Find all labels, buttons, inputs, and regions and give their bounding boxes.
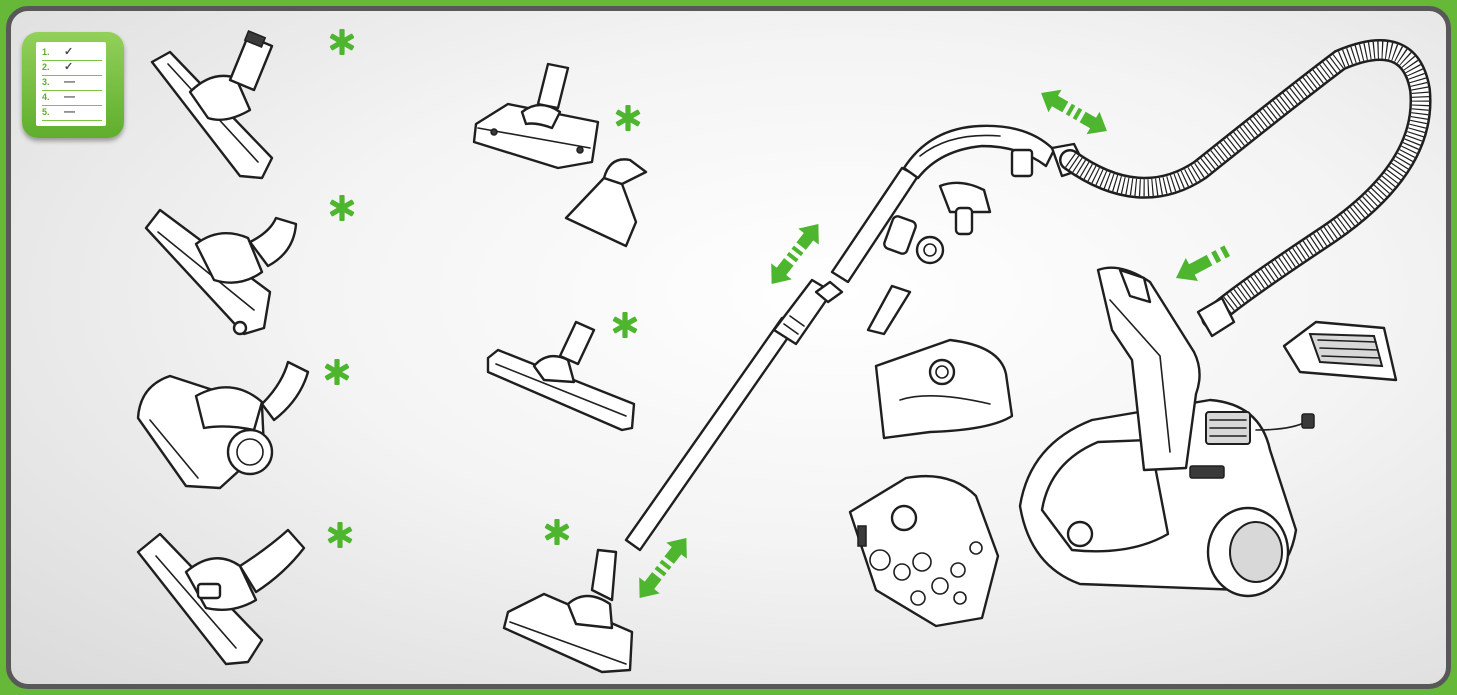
dusting-brush bbox=[940, 183, 990, 234]
arrow-icon bbox=[1170, 239, 1233, 289]
asterisk-icon bbox=[615, 105, 640, 131]
double-arrow-icon bbox=[1035, 82, 1114, 143]
asterisk-icon bbox=[612, 312, 637, 338]
combination-nozzle bbox=[138, 530, 304, 664]
parquet-nozzle bbox=[152, 31, 272, 178]
hard-floor-nozzle bbox=[488, 322, 634, 430]
upholstery-nozzle bbox=[474, 64, 598, 168]
turbo-brush-nozzle bbox=[138, 362, 308, 488]
telescopic-tube bbox=[626, 280, 842, 550]
asterisk-icon bbox=[329, 195, 354, 221]
small-crevice-tool bbox=[868, 286, 910, 334]
exhaust-filter bbox=[1284, 322, 1396, 380]
dust-bag bbox=[876, 340, 1012, 438]
carpet-floor-nozzle bbox=[146, 210, 296, 334]
asterisk-icon bbox=[327, 522, 352, 548]
double-arrow-icon bbox=[761, 216, 828, 292]
asterisk-icon bbox=[324, 359, 349, 385]
asterisk-icon bbox=[544, 519, 569, 545]
floor-nozzle-main bbox=[504, 550, 632, 672]
crevice-tool bbox=[566, 159, 646, 246]
dust-container bbox=[850, 476, 998, 626]
adapter-pieces bbox=[883, 215, 943, 263]
asterisk-icon bbox=[329, 29, 354, 55]
vacuum-body bbox=[1020, 268, 1314, 596]
